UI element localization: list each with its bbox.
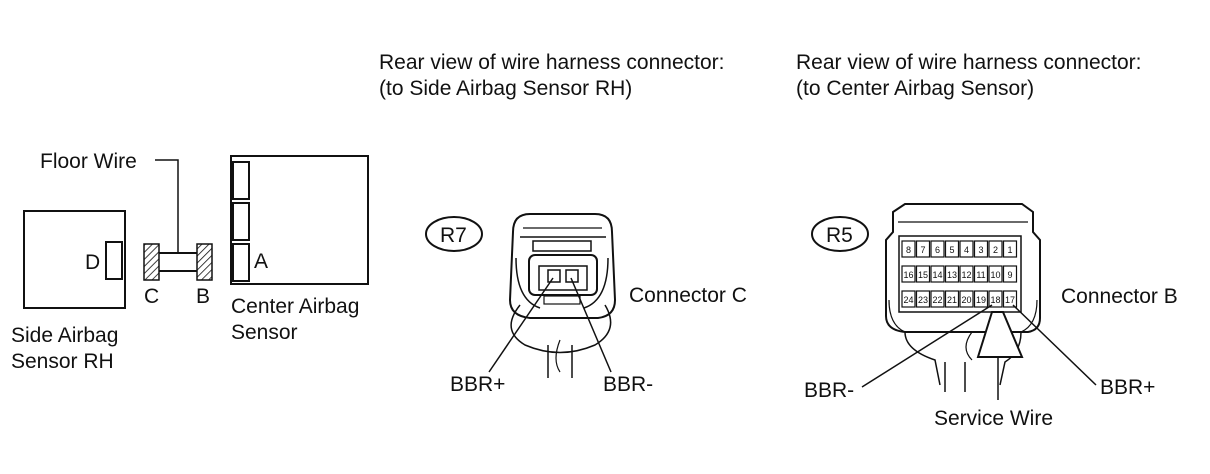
connector-b-pin-left: BBR- (804, 379, 854, 402)
pin-cell (973, 265, 989, 283)
pin-number: 13 (947, 270, 957, 280)
pin-number: 10 (990, 270, 1000, 280)
pin-number: 14 (932, 270, 942, 280)
service-wire-triangle (976, 311, 1024, 358)
pin-cell (944, 290, 960, 308)
center-airbag-sensor-box (230, 155, 369, 285)
connector-b-code-badge (811, 216, 869, 252)
connector-b-name: Connector B (1061, 285, 1178, 308)
pin-cell (988, 290, 1003, 308)
pin-cell (1002, 265, 1018, 283)
service-wire-label: Service Wire (934, 407, 1053, 430)
connector-b-heading-1: Rear view of wire harness connector: (796, 51, 1142, 74)
connector-c-view: Rear view of wire harness connector: (to… (379, 51, 747, 396)
terminal-d-label: D (85, 251, 100, 274)
pin-number: 6 (935, 245, 940, 255)
pin-cell (930, 290, 945, 308)
connector-b-body (885, 203, 1041, 333)
pin-number: 9 (1007, 270, 1012, 280)
connector-c-code-badge (425, 216, 483, 252)
connector-b-view: Rear view of wire harness connector: (to… (796, 51, 1178, 430)
center-sensor-label-2: Sensor (231, 321, 298, 344)
connector-c-name: Connector C (629, 284, 747, 307)
terminal-a-label: A (254, 250, 268, 273)
pin-number: 5 (949, 245, 954, 255)
pin-number: 16 (903, 270, 913, 280)
pin-number: 12 (961, 270, 971, 280)
side-sensor-label-2: Sensor RH (11, 350, 114, 373)
pin-number: 20 (961, 295, 971, 305)
pin-cell (959, 240, 974, 258)
pin-cell (1002, 290, 1018, 308)
center-sensor-connector-a (232, 243, 250, 282)
pin-number: 24 (903, 295, 913, 305)
connector-c-pin-left: BBR+ (450, 373, 505, 396)
pin-cell (915, 290, 931, 308)
pin-cell (1002, 240, 1018, 258)
pin-cell (901, 240, 916, 258)
pin-number: 11 (976, 270, 985, 280)
connector-b-code: R5 (826, 224, 853, 247)
connector-c-heading-2: (to Side Airbag Sensor RH) (379, 77, 632, 100)
connector-b-hatched (196, 243, 213, 281)
floor-wire-leader (155, 159, 179, 253)
floor-wire-label: Floor Wire (40, 150, 137, 173)
pin-number: 22 (932, 295, 942, 305)
pin-cell (973, 240, 989, 258)
connector-c-heading-1: Rear view of wire harness connector: (379, 51, 725, 74)
pin-cell (930, 265, 945, 283)
pin-cell (973, 290, 989, 308)
connector-c-body (508, 213, 617, 319)
pin-cell (944, 265, 960, 283)
connector-c-pin-right: BBR- (603, 373, 653, 396)
pin-cell (930, 240, 945, 258)
pin-cell (901, 265, 916, 283)
pin-number: 4 (964, 245, 969, 255)
pin-cell (944, 240, 960, 258)
layout-view: D Floor Wire C B A Side Airbag Sensor RH… (11, 150, 369, 373)
pin-number: 3 (978, 245, 983, 255)
pin-number: 23 (918, 295, 928, 305)
pin-number: 18 (990, 295, 1000, 305)
pin-number: 2 (993, 245, 998, 255)
pin-number: 8 (906, 245, 911, 255)
pin-cell (915, 265, 931, 283)
pin-cell (959, 290, 974, 308)
center-sensor-label-1: Center Airbag (231, 295, 359, 318)
side-airbag-sensor-box (23, 210, 126, 309)
pin-cell (915, 240, 931, 258)
side-sensor-label-1: Side Airbag (11, 324, 118, 347)
pin-number: 17 (1005, 295, 1015, 305)
pin-number: 19 (976, 295, 986, 305)
pin-number: 21 (947, 295, 957, 305)
pin-number: 7 (920, 245, 925, 255)
pin-cell (901, 290, 916, 308)
pin-cell (959, 265, 974, 283)
terminal-c-label: C (144, 285, 159, 308)
pin-cell (988, 265, 1003, 283)
side-sensor-connector-d (105, 241, 123, 280)
pin-cell (988, 240, 1003, 258)
pin-number: 15 (918, 270, 928, 280)
pin-number: 1 (1007, 245, 1012, 255)
connector-b-pin-right: BBR+ (1100, 376, 1155, 399)
connector-c-hatched (143, 243, 160, 281)
connector-b-heading-2: (to Center Airbag Sensor) (796, 77, 1034, 100)
terminal-b-label: B (196, 285, 210, 308)
connector-c-code: R7 (440, 224, 467, 247)
